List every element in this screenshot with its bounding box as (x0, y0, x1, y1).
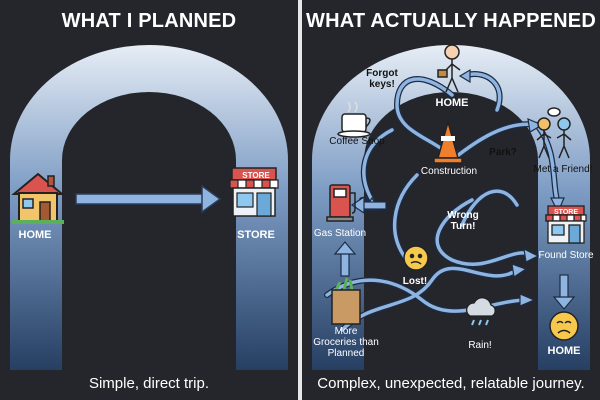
home-label: HOME (18, 229, 52, 241)
gas-pump-icon (326, 184, 356, 222)
direct-route-arrow (75, 184, 222, 214)
store-icon (545, 205, 587, 244)
home-top-label: HOME (435, 97, 469, 109)
house-icon (11, 172, 65, 224)
gas-station-label: Gas Station (313, 228, 367, 239)
grocery-bag-icon (331, 277, 361, 325)
planned-illustration (10, 45, 288, 370)
construction-cone-icon (433, 119, 463, 164)
found-store-label: Found Store (538, 250, 594, 261)
up-arrow (333, 241, 357, 277)
planned-caption: Simple, direct trip. (88, 375, 210, 392)
sad-face-icon (549, 311, 579, 341)
planned-title: WHAT I PLANNED (61, 10, 237, 32)
confused-face-icon (403, 245, 429, 271)
met-friend-label: Met a Friend! (533, 164, 593, 175)
rain-label: Rain! (468, 340, 492, 351)
walking-person-icon (437, 44, 461, 93)
home-bottom-label: HOME (547, 345, 581, 357)
lost-label: Lost! (402, 276, 428, 287)
actual-title: WHAT ACTUALLY HAPPENED (306, 10, 596, 32)
arch-road (10, 45, 288, 370)
coffee-shop-label: Coffee Shop (329, 136, 385, 147)
store-icon (229, 167, 279, 217)
forgot-keys-label: Forgot keys! (366, 68, 398, 90)
park-label: Park? (489, 147, 517, 158)
actual-panel: WHAT ACTUALLY HAPPENED Forgot keys! HOME… (302, 0, 600, 400)
rain-cloud-icon (466, 297, 496, 326)
wrong-turn-label: Wrong Turn! (447, 210, 479, 232)
store-sign-text: STORE (554, 209, 578, 216)
store-label: STORE (237, 229, 275, 241)
store-sign-text: STORE (242, 171, 270, 180)
friends-icon (536, 107, 572, 159)
actual-illustration (312, 44, 590, 370)
actual-caption: Complex, unexpected, relatable journey. (317, 375, 585, 392)
tangled-route-fill (325, 72, 559, 332)
coffee-cup-icon (337, 101, 371, 138)
planned-panel: WHAT I PLANNED STORE HOME STORE Simple, … (0, 0, 298, 400)
panel-divider (298, 0, 302, 400)
down-arrow (552, 274, 576, 310)
construction-label: Construction (420, 166, 478, 177)
more-groceries-label: More Groceries than Planned (313, 326, 379, 359)
left-arrow (350, 195, 387, 215)
